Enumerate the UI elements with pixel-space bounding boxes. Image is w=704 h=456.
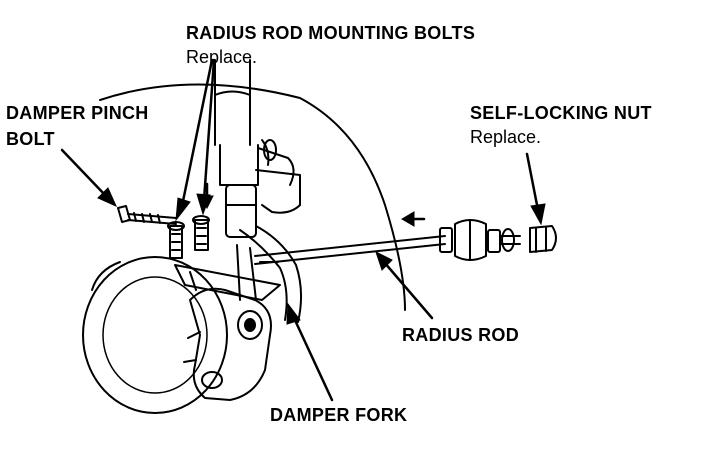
fender-outline (99, 83, 406, 311)
mounting-bolt-parts (167, 215, 210, 259)
label-self-locking-nut: SELF-LOCKING NUT (470, 103, 652, 123)
leader-pinch-bolt (60, 148, 108, 198)
leader-mounting-bolt-2 (202, 58, 216, 202)
arrowhead-damper-fork (286, 302, 301, 325)
rod-end-hardware (439, 219, 521, 261)
arrowhead-radius-rod (375, 251, 393, 271)
down-arrowhead (200, 195, 214, 210)
lower-arm (174, 264, 281, 301)
leader-self-locking-nut (525, 152, 540, 212)
arrowhead-self-locking-nut (530, 203, 546, 226)
leader-damper-fork (292, 316, 334, 402)
leader-radius-rod (382, 260, 434, 320)
arrowhead-mounting-bolt-1 (175, 197, 191, 222)
arrowhead-pinch-bolt (97, 187, 117, 207)
steering-knuckle (183, 287, 272, 401)
label-damper-fork: DAMPER FORK (270, 405, 408, 425)
upper-bracket (255, 169, 301, 214)
leader-mounting-bolt-1 (180, 58, 214, 208)
label-damper-pinch-bolt-line2: BOLT (6, 129, 55, 149)
label-self-locking-nut-note: Replace. (470, 127, 542, 147)
damper-strut (214, 59, 295, 238)
direction-arrowhead (401, 211, 415, 227)
label-radius-rod: RADIUS ROD (402, 325, 520, 345)
brake-disc (82, 256, 228, 414)
damper-fork (236, 225, 302, 323)
damper-pinch-bolt-part (117, 205, 177, 225)
label-damper-pinch-bolt-line1: DAMPER PINCH (6, 103, 149, 123)
self-locking-nut-part (529, 225, 557, 253)
label-radius-rod-mounting-bolts: RADIUS ROD MOUNTING BOLTS (186, 23, 476, 43)
label-radius-rod-mounting-bolts-note: Replace. (186, 47, 258, 67)
radius-rod (254, 235, 446, 265)
